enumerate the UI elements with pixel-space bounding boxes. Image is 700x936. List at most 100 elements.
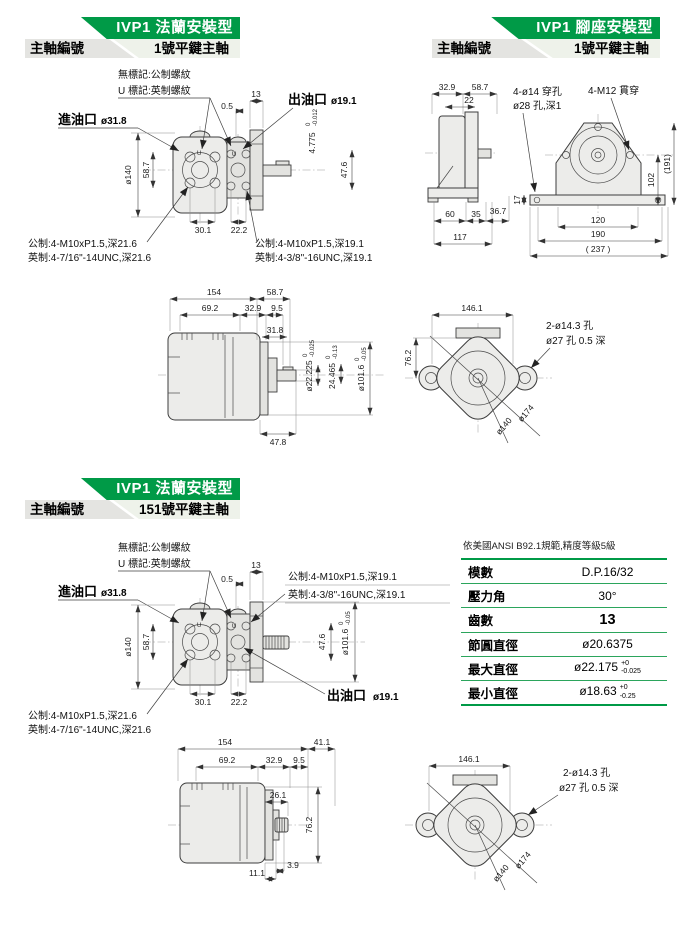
side-view-dims: 32.9 58.7 22 60 35 36.7 117 [431, 82, 510, 247]
svg-text:47.6: 47.6 [339, 161, 349, 178]
svg-text:24.465: 24.465 [327, 363, 337, 389]
thread-callout-left: 公制:4-M10xP1.5,深21.6 英制:4-7/16"-14UNC,深21… [28, 186, 189, 264]
svg-text:ø22.225: ø22.225 [304, 360, 314, 391]
svg-text:ø28 孔,深1: ø28 孔,深1 [513, 100, 562, 112]
thread-callout-topright: 公制:4-M10xP1.5,深19.1 英制:4-3/8"-16UNC,深19.… [250, 570, 450, 623]
dims-shaft: ø22.225 0 -0.025 24.465 0 -0.13 ø101.6 0… [268, 339, 373, 416]
svg-text:公制:4-M10xP1.5,深19.1: 公制:4-M10xP1.5,深19.1 [288, 570, 397, 583]
svg-text:2-ø14.3 孔: 2-ø14.3 孔 [546, 320, 593, 332]
header-subrow: 主軸編號 1號平鍵主軸 [432, 39, 660, 58]
svg-text:22.2: 22.2 [231, 225, 248, 235]
svg-text:22: 22 [464, 95, 474, 105]
svg-text:公制:4-M10xP1.5,深21.6: 公制:4-M10xP1.5,深21.6 [28, 709, 137, 722]
svg-text:13: 13 [251, 89, 261, 99]
svg-text:35: 35 [471, 209, 481, 219]
svg-text:4-M12 貫穿: 4-M12 貫穿 [588, 84, 639, 97]
spec-label: 模數 [468, 566, 494, 581]
outlet-label: 出油口 [288, 92, 327, 107]
subrow-right-bg [525, 39, 660, 58]
hole-callout: 2-ø14.3 孔 ø27 孔 0.5 深 [530, 320, 605, 369]
svg-text:9.5: 9.5 [293, 755, 305, 765]
svg-text:0: 0 [355, 357, 361, 361]
pump-body-side [167, 332, 297, 421]
svg-text:4-ø14 穿孔: 4-ø14 穿孔 [513, 85, 562, 98]
subrow-left-bg [432, 39, 549, 58]
table-row: 最大直徑 ø22.175+0-0.025 [461, 657, 667, 681]
svg-text:146.1: 146.1 [461, 303, 483, 313]
svg-text:3.9: 3.9 [287, 860, 299, 870]
dimension-dia140: ø140 [123, 604, 175, 690]
svg-text:ø27 孔 0.5 深: ø27 孔 0.5 深 [546, 335, 605, 347]
header-subrow: 主軸編號 1號平鍵主軸 [25, 39, 240, 58]
header-title-banner: IVP1 腳座安裝型 [491, 17, 660, 39]
svg-text:154: 154 [207, 287, 221, 297]
dimension-30-1: 30.1 [189, 660, 216, 707]
svg-text:69.2: 69.2 [202, 303, 219, 313]
note-metric: 無標記:公制螺紋 [118, 68, 191, 81]
svg-text:ø140: ø140 [123, 637, 133, 657]
spec-label: 齒數 [468, 614, 494, 629]
svg-text:ø31.8: ø31.8 [101, 588, 127, 599]
svg-text:英制:4-7/16"-14UNC,深21.6: 英制:4-7/16"-14UNC,深21.6 [28, 251, 151, 264]
dim-146-1: 146.1 [431, 303, 514, 364]
drawing-flange-rear-1: 146.1 76.2 2-ø14.3 孔 ø27 孔 0.5 深 ø174 ø1… [403, 303, 605, 444]
header-flange-type-1: IVP1 法蘭安裝型 主軸編號 1號平鍵主軸 [25, 17, 240, 58]
svg-text:ø174: ø174 [513, 849, 533, 870]
svg-text:0: 0 [303, 353, 309, 357]
svg-text:32.9: 32.9 [245, 303, 262, 313]
spec-value: ø20.6375 [582, 637, 633, 652]
svg-text:英制:4-3/8"-16UNC,深19.1: 英制:4-3/8"-16UNC,深19.1 [255, 251, 373, 264]
shaft-no-label: 主軸編號 [30, 502, 84, 517]
svg-text:ø19.1: ø19.1 [373, 692, 399, 703]
svg-text:-0.05: -0.05 [346, 611, 352, 625]
svg-text:( 237 ): ( 237 ) [586, 244, 611, 254]
dimension-58-7: 58.7 [141, 623, 156, 661]
svg-text:41.1: 41.1 [314, 737, 331, 747]
spec-label: 最小直徑 [468, 687, 519, 702]
dims-bottom: 3.9 11.1 [249, 832, 299, 882]
spec-label: 壓力角 [468, 590, 506, 605]
dimension-dia101-6: ø101.6 0 -0.05 [263, 601, 359, 683]
svg-text:英制:4-7/16"-14UNC,深21.6: 英制:4-7/16"-14UNC,深21.6 [28, 723, 151, 736]
hole-callout: 4-ø14 穿孔 ø28 孔,深1 [513, 85, 562, 193]
subrow-right-bg [113, 500, 240, 519]
dimension-0-5: 0.5 [221, 101, 244, 136]
svg-text:ø140: ø140 [123, 165, 133, 185]
drawing-flange-rear-151: 146.1 2-ø14.3 孔 ø27 孔 0.5 深 ø174 ø140 [405, 754, 618, 891]
table-row: 壓力角 30° [461, 584, 667, 609]
dimension-0-5: 0.5 [221, 574, 244, 608]
shaft-no-label: 主軸編號 [30, 41, 84, 56]
dim-146-1: 146.1 [428, 754, 511, 811]
svg-text:出油口: 出油口 [327, 688, 366, 703]
dimension-key-4775: 4.775 0 -0.012 [306, 108, 319, 153]
spec-value: ø22.175+0-0.025 [574, 660, 641, 676]
inlet-port-label: 進油口 ø31.8 [58, 584, 180, 624]
svg-text:58.7: 58.7 [267, 287, 284, 297]
svg-text:58.7: 58.7 [472, 82, 489, 92]
spec-label: 最大直徑 [468, 662, 519, 677]
spec-label: 節圓直徑 [468, 638, 519, 653]
bolt-callout: 4-M12 貫穿 [588, 84, 639, 151]
svg-text:0: 0 [306, 122, 312, 126]
svg-text:公制:4-M10xP1.5,深19.1: 公制:4-M10xP1.5,深19.1 [255, 237, 364, 250]
spec-value: ø18.63+0-0.25 [579, 684, 636, 700]
dim-76-2: 76.2 [403, 337, 456, 379]
svg-text:4.775: 4.775 [307, 132, 317, 154]
svg-text:-0.012: -0.012 [313, 108, 319, 126]
drawing-foot-mount: 32.9 58.7 22 60 35 36.7 117 4-ø14 穿孔 ø28… [425, 82, 677, 259]
svg-text:154: 154 [218, 737, 232, 747]
subrow-left-bg [25, 39, 135, 58]
shaft-no-value: 1號平鍵主軸 [153, 41, 229, 56]
svg-text:-0.13: -0.13 [333, 345, 339, 359]
svg-text:69.2: 69.2 [219, 755, 236, 765]
shaft-no-label: 主軸編號 [437, 41, 491, 56]
drawing-flange-front-1: U U 無標記:公制螺紋 U 標記:英制螺紋 進油口 ø31.8 出油口 ø19… [28, 68, 373, 264]
thread-callout-left: 公制:4-M10xP1.5,深21.6 英制:4-7/16"-14UNC,深21… [28, 658, 189, 736]
svg-text:22.2: 22.2 [231, 697, 248, 707]
drawing-flange-side-1: 154 58.7 69.2 32.9 9.5 31.8 ø22.225 0 -0… [158, 287, 385, 447]
svg-text:102: 102 [646, 173, 656, 187]
svg-text:0: 0 [339, 621, 345, 625]
dimension-58-7: 58.7 [141, 151, 156, 189]
svg-text:117: 117 [453, 232, 467, 242]
svg-text:ø27 孔 0.5 深: ø27 孔 0.5 深 [559, 782, 618, 794]
